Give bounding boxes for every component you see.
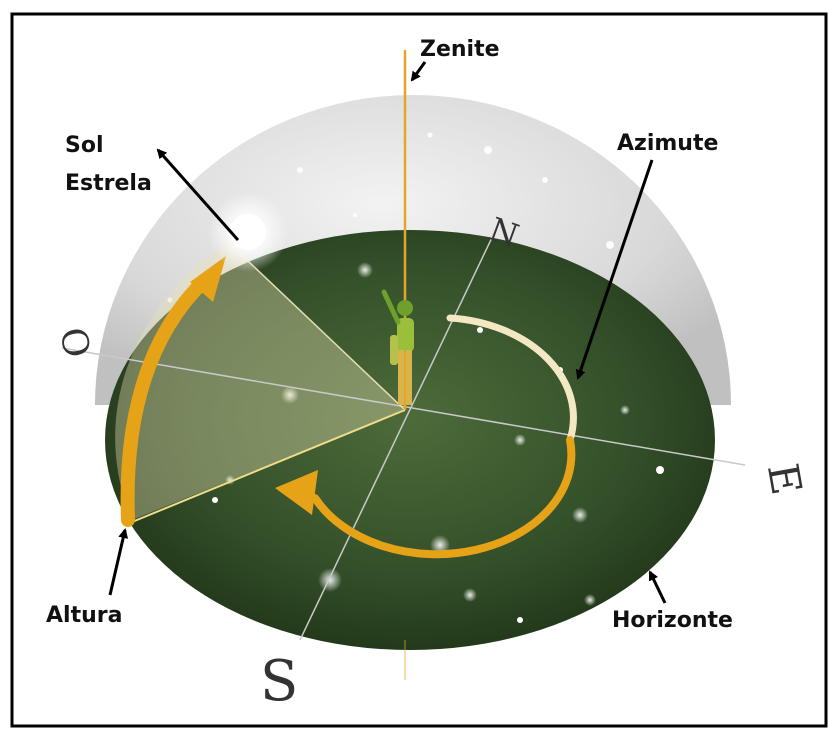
zenith-pointer-arrow [410, 61, 427, 82]
label-star: Estrela [65, 171, 152, 196]
label-sun: Sol [65, 133, 104, 158]
altitude-pointer-arrow [108, 528, 129, 596]
label-altitude: Altura [46, 603, 122, 628]
sun-pointer-arrow [156, 148, 240, 241]
sun-core [230, 214, 266, 250]
label-azimuth: Azimute [617, 131, 718, 156]
altitude-sector [115, 242, 406, 520]
azimuth-arc [446, 314, 577, 444]
cardinal-south: S [260, 649, 298, 714]
altitude-arrowhead [190, 256, 226, 302]
horizon-plane [105, 230, 715, 650]
altitude-arc [120, 273, 212, 527]
azimuth-arrowhead [275, 470, 318, 515]
east-west-axis [61, 347, 746, 466]
azimuth-direction-arc [311, 436, 576, 559]
north-south-axis [299, 224, 499, 641]
horizon-pointer-arrow [648, 570, 667, 604]
azimuth-pointer-arrow [575, 159, 654, 380]
label-horizon: Horizonte [612, 608, 733, 633]
label-zenith: Zenite [420, 37, 500, 62]
observer-figure [381, 289, 414, 405]
sun-projection-line [131, 409, 406, 523]
cardinal-west: O [51, 325, 97, 361]
